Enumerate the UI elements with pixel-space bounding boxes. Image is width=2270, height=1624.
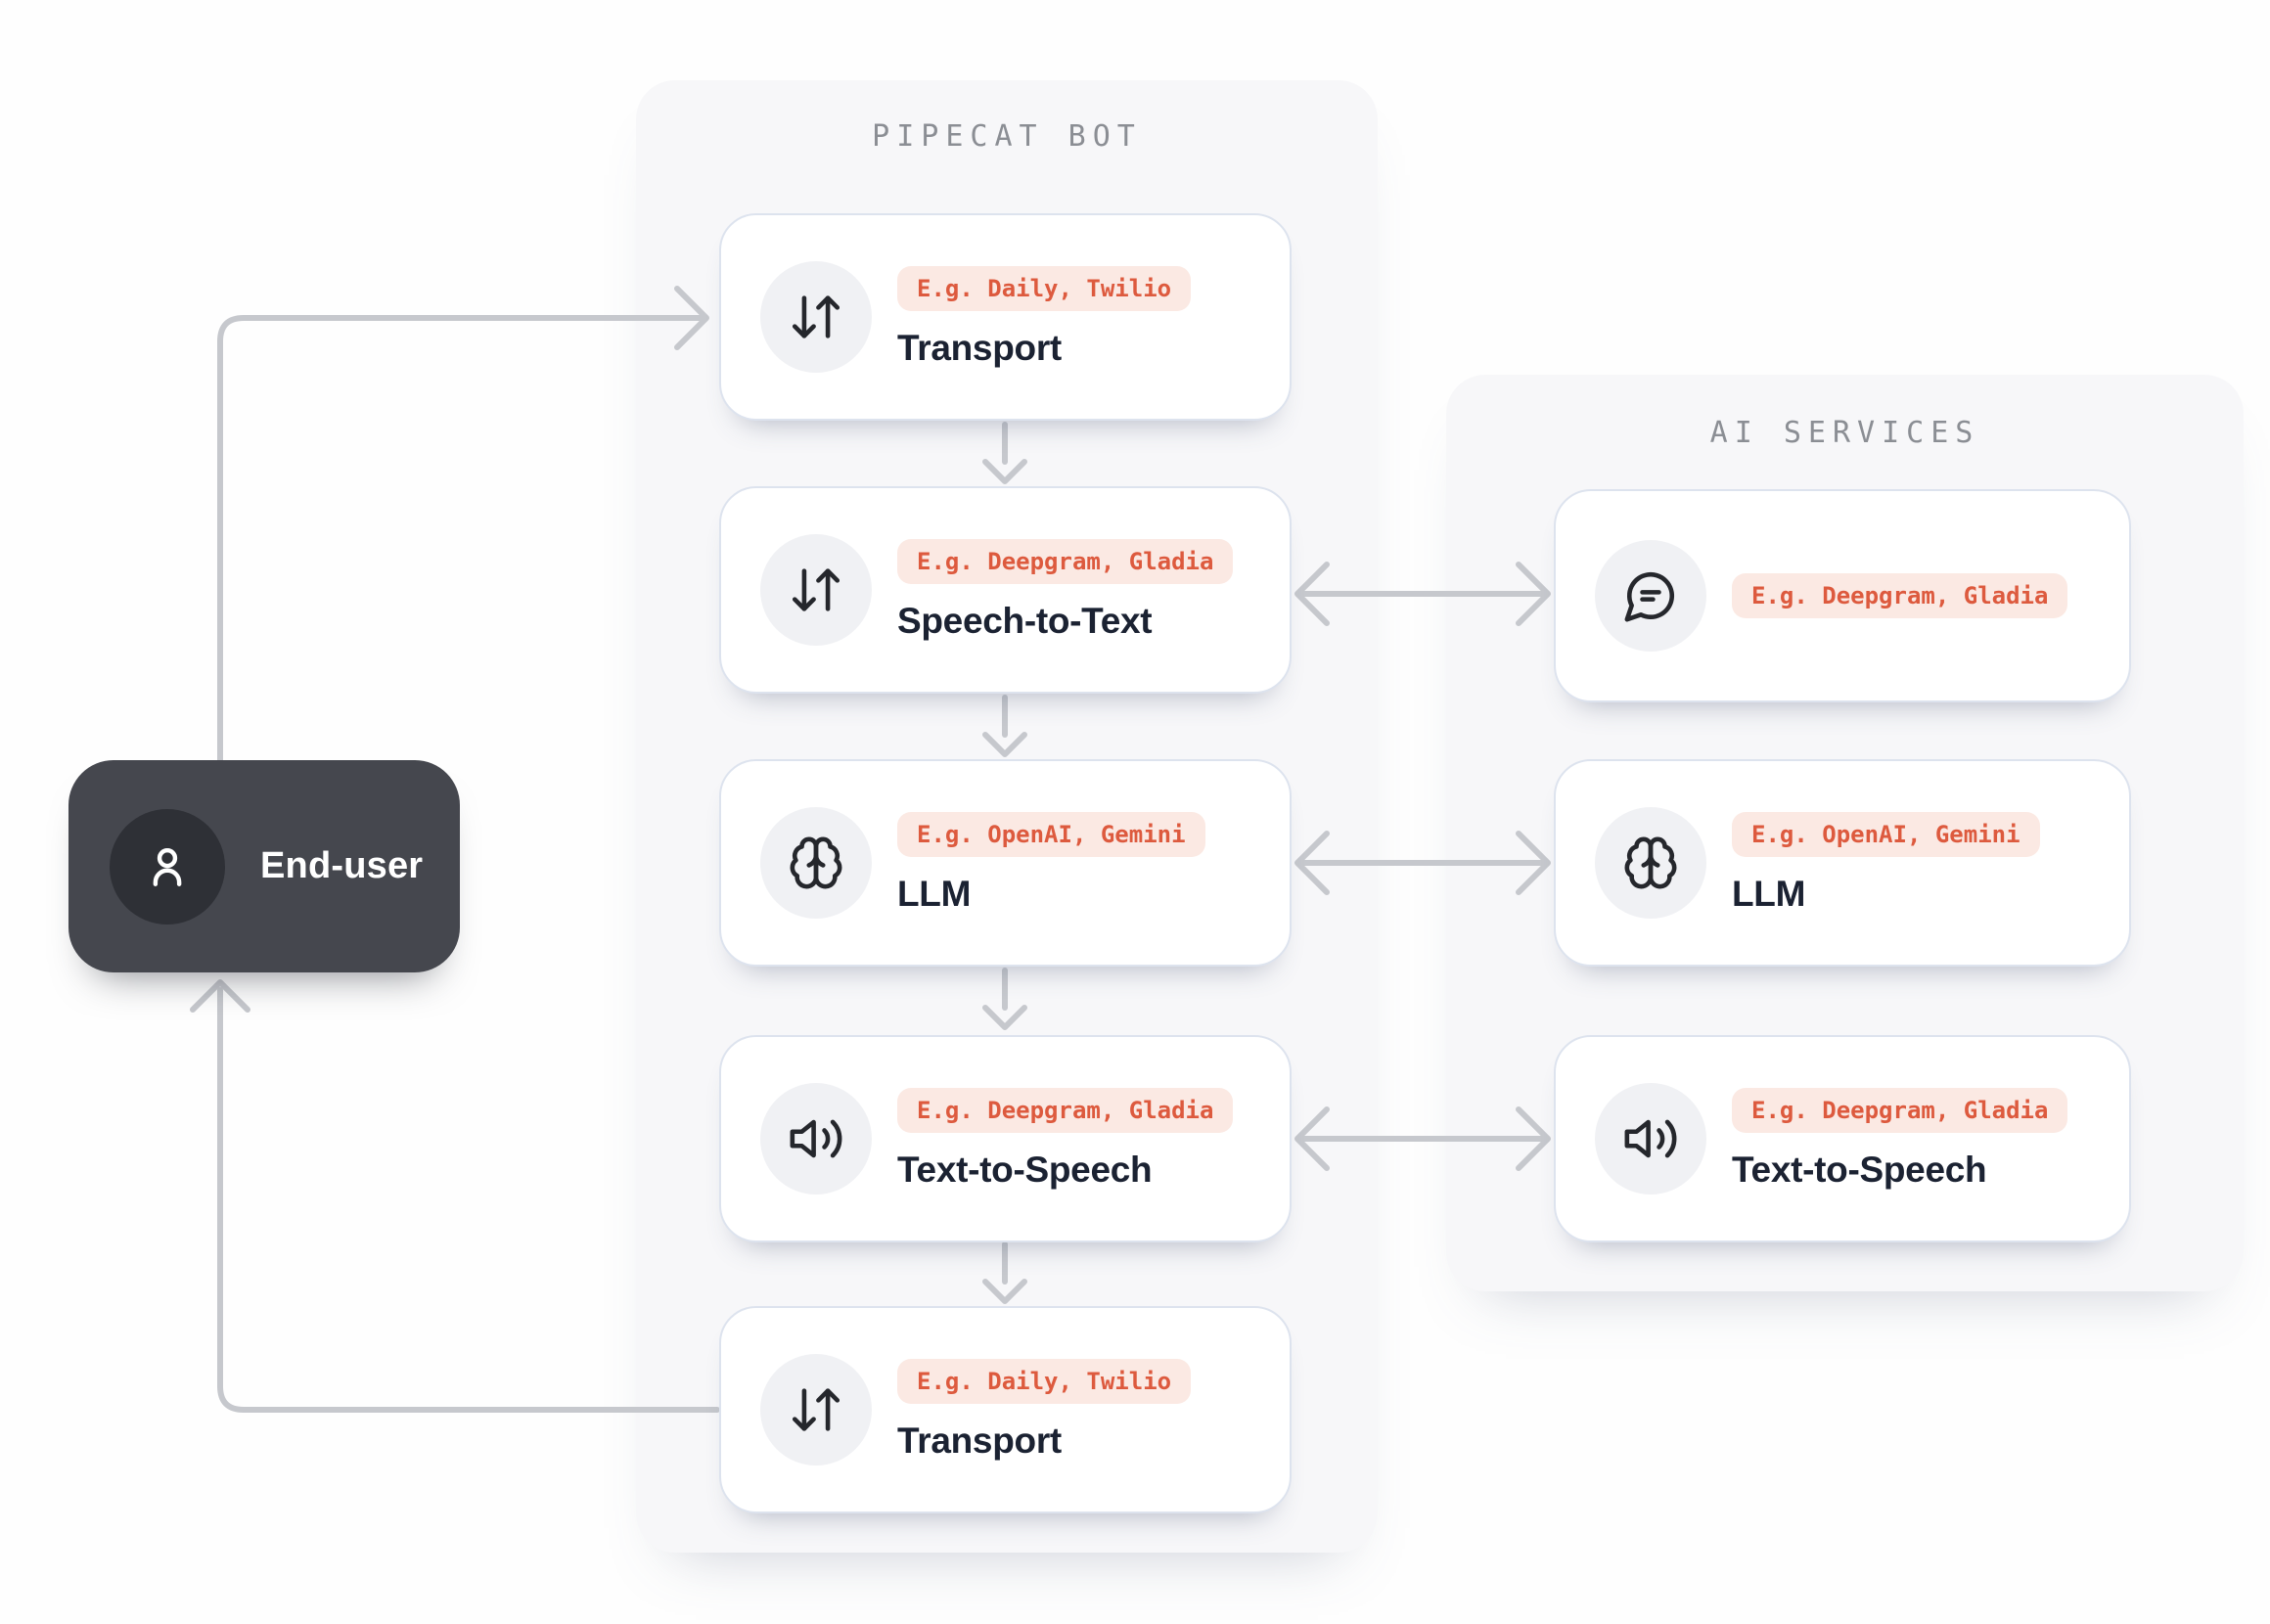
brain-icon [1595, 807, 1706, 919]
speech-bubble-icon [1595, 540, 1706, 652]
card-title: Transport [897, 327, 1062, 368]
arrow-down-up-icon [760, 1354, 872, 1466]
provider-badge: E.g. Deepgram, Gladia [897, 538, 1234, 584]
arrow-enduser-to-transport [217, 315, 704, 765]
end-user-label: End-user [260, 845, 424, 886]
arrow-down-up-icon [760, 261, 872, 373]
node-transport-out: E.g. Daily, Twilio Transport [719, 1306, 1292, 1513]
arrowhead-down-icon [982, 732, 1027, 757]
user-icon [110, 808, 225, 925]
node-text-to-speech: E.g. Deepgram, Gladia Text-to-Speech [719, 1035, 1292, 1242]
arrowhead-left-icon [1294, 562, 1330, 626]
node-stt-service: E.g. Deepgram, Gladia [1554, 489, 2131, 702]
provider-badge: E.g. OpenAI, Gemini [897, 811, 1205, 857]
arrowhead-right-icon [1516, 1106, 1551, 1171]
card-content: E.g. Deepgram, Gladia Speech-to-Text [897, 538, 1234, 642]
node-speech-to-text: E.g. Deepgram, Gladia Speech-to-Text [719, 486, 1292, 694]
card-content: E.g. Deepgram, Gladia [1732, 573, 2068, 618]
card-title: Text-to-Speech [897, 1149, 1153, 1190]
ai-services-panel-title: AI SERVICES [1709, 416, 1980, 450]
brain-icon [760, 807, 872, 919]
node-tts-service: E.g. Deepgram, Gladia Text-to-Speech [1554, 1035, 2131, 1242]
arrowhead-right-icon [1516, 562, 1551, 626]
arrowhead-down-icon [982, 1279, 1027, 1304]
node-llm: E.g. OpenAI, Gemini LLM [719, 759, 1292, 967]
card-content: E.g. Deepgram, Gladia Text-to-Speech [1732, 1087, 2068, 1191]
card-content: E.g. OpenAI, Gemini LLM [1732, 811, 2040, 915]
card-content: E.g. Daily, Twilio Transport [897, 1358, 1192, 1462]
provider-badge: E.g. Daily, Twilio [897, 1358, 1192, 1404]
card-title: Text-to-Speech [1732, 1149, 1987, 1190]
card-content: E.g. Deepgram, Gladia Text-to-Speech [897, 1087, 1234, 1191]
arrowhead-up-icon [190, 979, 250, 1013]
pipecat-panel-title: PIPECAT BOT [872, 119, 1142, 154]
card-title: LLM [897, 873, 972, 914]
card-title: Speech-to-Text [897, 600, 1153, 641]
card-title: LLM [1732, 873, 1806, 914]
arrowhead-down-icon [982, 459, 1027, 484]
card-content: E.g. Daily, Twilio Transport [897, 265, 1192, 369]
card-content: E.g. OpenAI, Gemini LLM [897, 811, 1205, 915]
arrowhead-right-icon [1516, 831, 1551, 895]
card-title: Transport [897, 1420, 1062, 1461]
provider-badge: E.g. OpenAI, Gemini [1732, 811, 2040, 857]
arrowhead-down-icon [982, 1005, 1027, 1030]
node-transport-in: E.g. Daily, Twilio Transport [719, 213, 1292, 421]
arrowhead-right-icon [674, 286, 709, 350]
arrow-down-up-icon [760, 534, 872, 646]
provider-badge: E.g. Deepgram, Gladia [1732, 1087, 2068, 1133]
arrowhead-left-icon [1294, 831, 1330, 895]
speaker-icon [1595, 1083, 1706, 1195]
provider-badge: E.g. Daily, Twilio [897, 265, 1192, 311]
node-llm-service: E.g. OpenAI, Gemini LLM [1554, 759, 2131, 967]
arrow-transport-to-enduser [217, 987, 720, 1413]
provider-badge: E.g. Deepgram, Gladia [897, 1087, 1234, 1133]
arrowhead-left-icon [1294, 1106, 1330, 1171]
end-user-node: End-user [68, 760, 460, 972]
provider-badge: E.g. Deepgram, Gladia [1732, 573, 2068, 618]
speaker-icon [760, 1083, 872, 1195]
